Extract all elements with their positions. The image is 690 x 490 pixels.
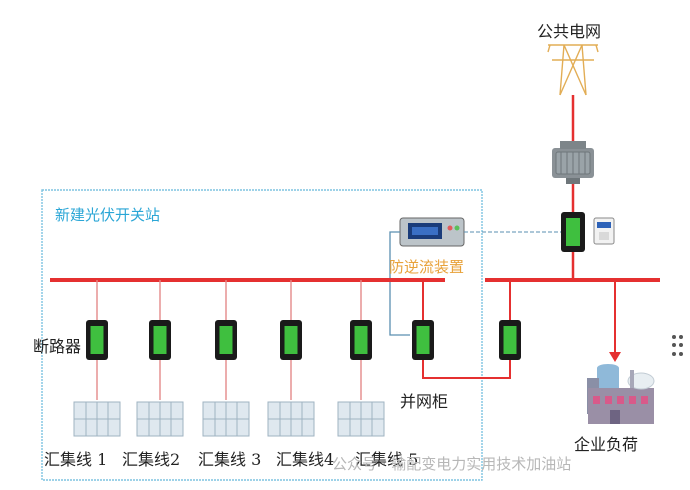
pv-combiner-box-2 xyxy=(136,401,184,437)
pv-combiner-box-4 xyxy=(267,401,315,437)
load-arrow-icon xyxy=(609,352,621,362)
feeder-breaker-2 xyxy=(149,320,171,360)
factory-icon xyxy=(587,364,655,424)
grid-cabinet-label: 并网柜 xyxy=(400,392,449,411)
pv-combiner-box-5 xyxy=(337,401,385,437)
transmission-tower-icon xyxy=(547,44,599,96)
feeder-label-3: 汇集线 3 xyxy=(198,450,262,469)
station-boundary xyxy=(41,189,483,481)
feeder-label-2: 汇集线2 xyxy=(122,450,181,469)
pv-combiner-box-1 xyxy=(73,401,121,437)
feeder-breaker-4 xyxy=(280,320,302,360)
feeder-label-5: 汇集线 5 xyxy=(355,450,419,469)
public-grid-label: 公共电网 xyxy=(537,22,602,41)
station-title: 新建光伏开关站 xyxy=(55,206,161,224)
signal-line-to-grid-cabinet xyxy=(389,231,410,336)
tie-line xyxy=(422,360,511,379)
breaker-label: 断路器 xyxy=(33,337,82,356)
transformer-icon xyxy=(552,141,594,184)
feeder-label-1: 汇集线 1 xyxy=(44,450,108,469)
meter-breaker xyxy=(561,212,585,252)
watermark: 公众号 · 输配变电力实用技术加油站 xyxy=(332,455,572,473)
feeder-breaker-5 xyxy=(350,320,372,360)
grid-cabinet-breaker xyxy=(412,320,434,360)
energy-meter-icon xyxy=(593,217,615,245)
feeder-breaker-3 xyxy=(215,320,237,360)
more-options-icon[interactable] xyxy=(672,335,683,357)
feeder-label-4: 汇集线4 xyxy=(276,450,335,469)
enterprise-load-label: 企业负荷 xyxy=(574,435,639,454)
tie-breaker xyxy=(499,320,521,360)
anti-reverse-device-icon xyxy=(399,217,465,247)
pv-combiner-box-3 xyxy=(202,401,250,437)
feeder-breaker-1 xyxy=(86,320,108,360)
anti-reverse-label: 防逆流装置 xyxy=(389,258,465,276)
